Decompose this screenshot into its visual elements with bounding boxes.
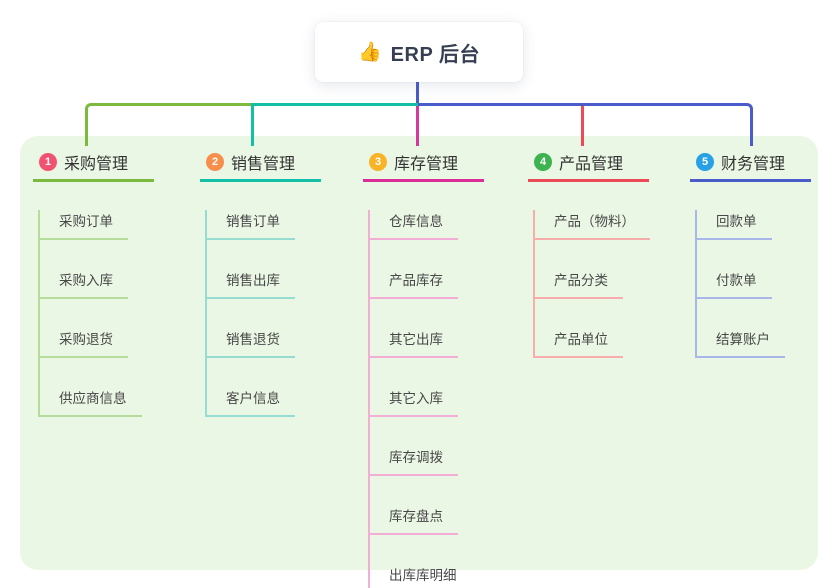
- root-node-erp[interactable]: 👍 ERP 后台: [315, 22, 523, 82]
- node-purchase-order[interactable]: 采购订单: [40, 210, 128, 240]
- branch-title-finance[interactable]: 5 财务管理: [690, 146, 812, 182]
- node-outbound-detail[interactable]: 出库库明细: [370, 564, 472, 588]
- branch-title-inventory[interactable]: 3 库存管理: [363, 146, 485, 182]
- node-supplier-info[interactable]: 供应商信息: [40, 387, 142, 417]
- node-purchase-return[interactable]: 采购退货: [40, 328, 128, 358]
- branch-label: 采购管理: [64, 156, 129, 173]
- branch-label: 销售管理: [231, 156, 296, 173]
- connector-drop-branch3: [416, 106, 419, 146]
- branch-title-product[interactable]: 4 产品管理: [528, 146, 650, 182]
- node-sales-outbound[interactable]: 销售出库: [207, 269, 295, 299]
- branch-number-badge: 3: [369, 153, 387, 171]
- node-customer-info[interactable]: 客户信息: [207, 387, 295, 417]
- branch-label: 库存管理: [394, 156, 459, 173]
- node-sales-order[interactable]: 销售订单: [207, 210, 295, 240]
- thumbs-up-icon: 👍: [358, 41, 382, 63]
- root-node-label: ERP 后台: [390, 43, 480, 66]
- connector-root-stem: [416, 82, 419, 106]
- connector-bus-mid-teal: [251, 103, 418, 106]
- node-payment-voucher[interactable]: 付款单: [697, 269, 772, 299]
- branch-number-badge: 2: [206, 153, 224, 171]
- branch-number-badge: 1: [39, 153, 57, 171]
- connector-bus-right-blue: [418, 103, 753, 146]
- branch-children: 仓库信息 产品库存 其它出库 其它入库 库存调拨 库存盘点 出库库明细: [368, 210, 472, 588]
- branch-inventory-management: 3 库存管理 仓库信息 产品库存 其它出库 其它入库 库存调拨 库存盘点 出库库…: [363, 146, 485, 588]
- branch-children: 销售订单 销售出库 销售退货 客户信息: [205, 210, 295, 417]
- node-sales-return[interactable]: 销售退货: [207, 328, 295, 358]
- branch-title-purchase[interactable]: 1 采购管理: [33, 146, 155, 182]
- node-purchase-inbound[interactable]: 采购入库: [40, 269, 128, 299]
- node-stock-transfer[interactable]: 库存调拨: [370, 446, 458, 476]
- branches-background-panel: [20, 136, 818, 570]
- node-product-stock[interactable]: 产品库存: [370, 269, 458, 299]
- node-other-inbound[interactable]: 其它入库: [370, 387, 458, 417]
- branch-number-badge: 4: [534, 153, 552, 171]
- connector-drop-branch4: [581, 106, 584, 146]
- branch-label: 财务管理: [721, 156, 786, 173]
- branch-purchase-management: 1 采购管理 采购订单 采购入库 采购退货 供应商信息: [33, 146, 155, 417]
- branch-children: 采购订单 采购入库 采购退货 供应商信息: [38, 210, 142, 417]
- node-other-outbound[interactable]: 其它出库: [370, 328, 458, 358]
- node-settlement-account[interactable]: 结算账户: [697, 328, 785, 358]
- branch-children: 产品（物料） 产品分类 产品单位: [533, 210, 650, 358]
- node-product-unit[interactable]: 产品单位: [535, 328, 623, 358]
- branch-label: 产品管理: [559, 156, 624, 173]
- branch-finance-management: 5 财务管理 回款单 付款单 结算账户: [690, 146, 812, 358]
- connector-bus-left-green: [85, 103, 251, 146]
- branch-children: 回款单 付款单 结算账户: [695, 210, 785, 358]
- branch-number-badge: 5: [696, 153, 714, 171]
- node-stock-taking[interactable]: 库存盘点: [370, 505, 458, 535]
- node-warehouse-info[interactable]: 仓库信息: [370, 210, 458, 240]
- connector-drop-branch2: [251, 106, 254, 146]
- branch-sales-management: 2 销售管理 销售订单 销售出库 销售退货 客户信息: [200, 146, 322, 417]
- node-receipt-voucher[interactable]: 回款单: [697, 210, 772, 240]
- node-product-category[interactable]: 产品分类: [535, 269, 623, 299]
- node-product-material[interactable]: 产品（物料）: [535, 210, 650, 240]
- branch-title-sales[interactable]: 2 销售管理: [200, 146, 322, 182]
- branch-product-management: 4 产品管理 产品（物料） 产品分类 产品单位: [528, 146, 650, 358]
